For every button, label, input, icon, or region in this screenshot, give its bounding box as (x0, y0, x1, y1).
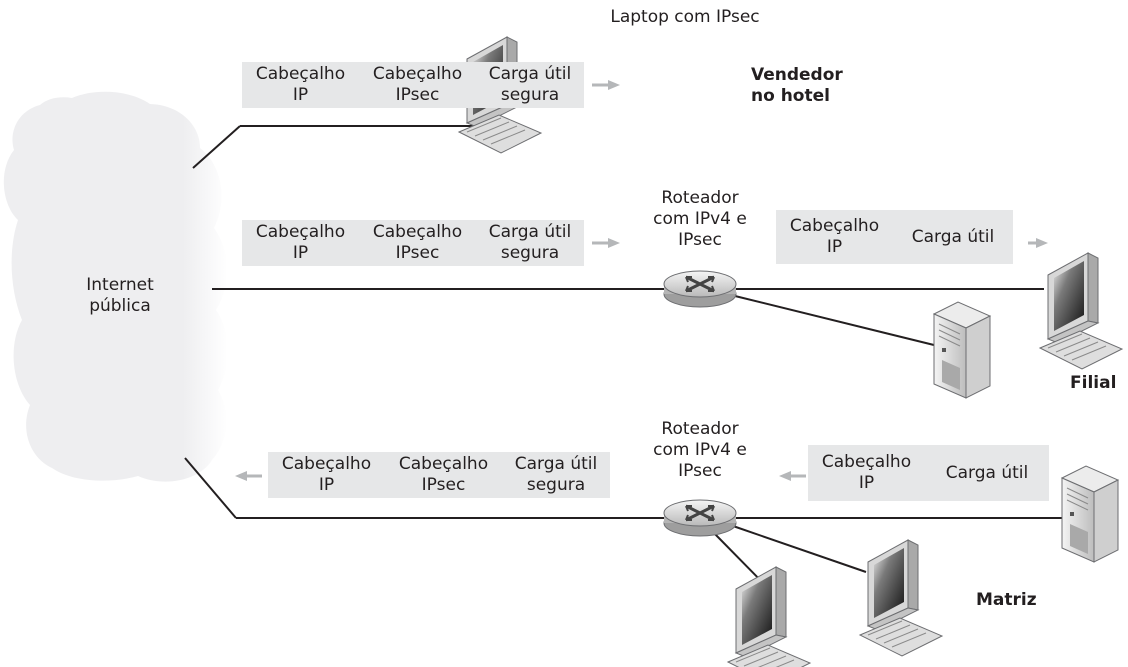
internet-cloud (3, 91, 228, 482)
packet-secure-payload: Carga útil segura (514, 454, 598, 495)
hq-wan-packet: Cabeçalho IP Cabeçalho IPsec Carga útil … (268, 452, 610, 498)
packet-ip-header: Cabeçalho IP (281, 454, 372, 495)
link-branch-router-to-server (734, 295, 939, 347)
packet-payload: Carga útil (945, 462, 1029, 483)
packet-ip-header: Cabeçalho IP (255, 222, 346, 263)
packet-ip-header: Cabeçalho IP (255, 64, 346, 105)
branch-wan-packet: Cabeçalho IP Cabeçalho IPsec Carga útil … (242, 220, 584, 266)
hq-router-label: Roteador com IPv4 e IPsec (653, 419, 747, 481)
packet-ipsec-header: Cabeçalho IPsec (372, 64, 463, 105)
hq-pc-left-icon (727, 566, 811, 667)
network-links (184, 125, 1062, 591)
packet-ip-header: Cabeçalho IP (789, 216, 880, 257)
packet-payload: Carga útil (911, 226, 995, 247)
internet-label: Internet pública (86, 275, 154, 316)
packet-secure-payload: Carga útil segura (488, 64, 572, 105)
laptop-label: Laptop com IPsec (610, 7, 760, 27)
salesperson-label: Vendedor no hotel (751, 65, 843, 106)
salesperson-packet: Cabeçalho IP Cabeçalho IPsec Carga útil … (242, 62, 584, 108)
branch-lan-packet: Cabeçalho IP Carga útil (776, 210, 1013, 264)
hq-lan-packet: Cabeçalho IP Carga útil (808, 445, 1049, 501)
branch-server-icon (933, 301, 991, 399)
branch-router-icon (662, 269, 738, 309)
branch-router-label: Roteador com IPv4 e IPsec (653, 188, 747, 250)
branch-label: Filial (1070, 373, 1117, 393)
link-cloud-to-hq-router (184, 457, 237, 519)
hq-pc-right-icon (859, 539, 943, 657)
packet-ip-header: Cabeçalho IP (821, 452, 912, 493)
link-cloud-to-laptop (192, 125, 241, 169)
packet-ipsec-header: Cabeçalho IPsec (372, 222, 463, 263)
packet-secure-payload: Carga útil segura (488, 222, 572, 263)
branch-pc-icon (1039, 252, 1123, 370)
hq-router-icon (662, 498, 738, 538)
hq-server-icon (1061, 465, 1119, 563)
packet-ipsec-header: Cabeçalho IPsec (398, 454, 489, 495)
link-hq-router-to-pc-right (732, 525, 867, 573)
arrows (235, 80, 1048, 481)
headquarters-label: Matriz (976, 590, 1037, 610)
